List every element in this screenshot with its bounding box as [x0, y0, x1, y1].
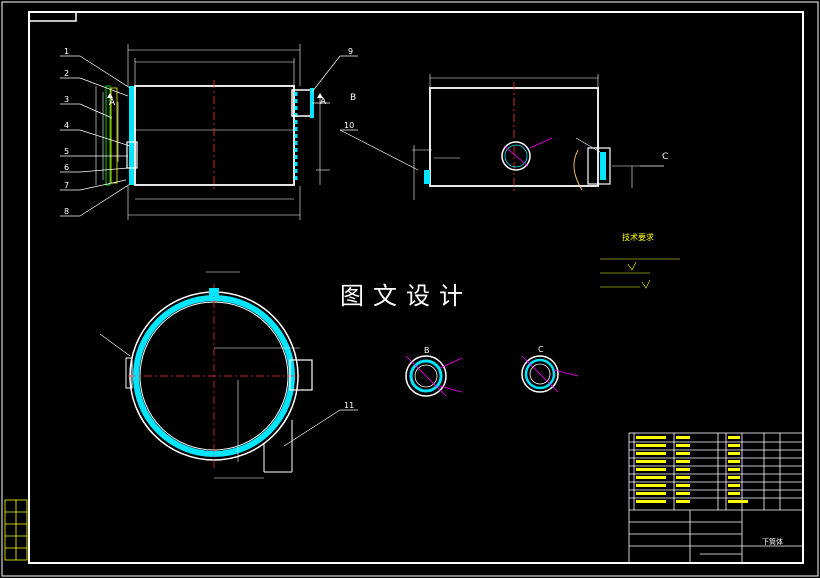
side-view [412, 74, 664, 200]
view-b-marker: B [350, 93, 356, 103]
section-a-left: A [109, 98, 116, 108]
balloon-8: 8 [64, 207, 69, 216]
front-view-dimensions [95, 44, 330, 220]
balloon-9: 9 [348, 47, 353, 56]
balloon-3: 3 [64, 95, 69, 104]
section-a-right: A [320, 97, 327, 107]
balloon-6: 6 [64, 163, 69, 172]
detail-c-label: C [538, 345, 544, 354]
inner-sheet-border [28, 11, 804, 564]
balloon-1: 1 [64, 47, 69, 56]
balloon-11: 11 [344, 401, 354, 410]
drawing-name: 下筒体 [762, 537, 783, 546]
plan-right-nozzle [289, 359, 313, 391]
view-c-marker: C [662, 152, 668, 162]
balloon-5: 5 [64, 147, 69, 156]
side-right-nozzle [587, 147, 611, 185]
side-left-flange [424, 170, 430, 184]
front-shell-outline [134, 85, 295, 186]
balloon-2: 2 [64, 69, 69, 78]
watermark-text: 图文设计 [340, 282, 472, 310]
drawing-number-box [28, 11, 77, 22]
balloon-10: 10 [344, 121, 354, 130]
side-nozzle-circle [501, 141, 531, 171]
detail-b [405, 355, 463, 397]
tech-requirements-block: 技术要求 [600, 232, 680, 289]
detail-c [521, 355, 579, 393]
title-block-fill-marks [636, 436, 748, 503]
balloon-labels: 1 2 3 4 5 6 7 8 9 10 11 [64, 47, 354, 410]
view-marker-labels: A A B C B C [109, 93, 668, 355]
balloon-4: 4 [64, 121, 69, 130]
front-left-flange-plate [129, 86, 134, 185]
tech-requirements-title: 技术要求 [622, 232, 654, 242]
plan-view [99, 271, 313, 479]
front-view [95, 44, 330, 220]
left-binding-strip [4, 499, 28, 561]
title-block [628, 432, 804, 564]
detail-b-label: B [424, 346, 430, 355]
front-left-nozzle [126, 141, 138, 169]
balloon-leaders-left [60, 55, 419, 447]
balloon-7: 7 [64, 181, 69, 190]
